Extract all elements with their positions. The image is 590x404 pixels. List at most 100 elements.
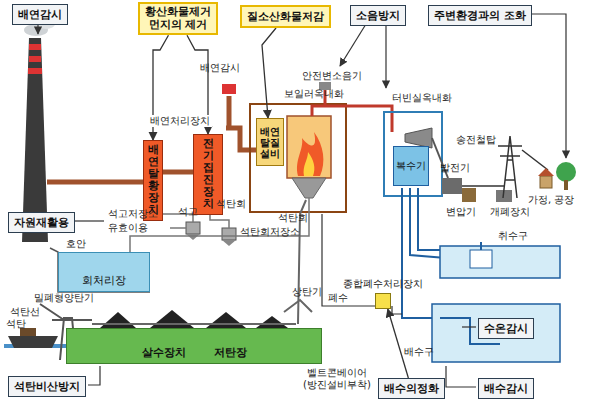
generator-transformer-part: [442, 178, 462, 194]
boiler-building: [250, 104, 346, 212]
condenser-box: 복수기: [393, 146, 429, 186]
smoke-stack-part: [29, 56, 41, 62]
house-and-tree-part: [556, 162, 576, 182]
leader-line: [38, 14, 566, 387]
cooling-water-pipe-part: [402, 188, 432, 318]
equipment-box: 배연탈질설비: [256, 118, 284, 166]
flue-gas-duct-part: [47, 180, 143, 185]
ash-pond: 회처리장: [58, 252, 150, 292]
boiler-building-part: [250, 104, 346, 212]
part-label: 송전철탑: [456, 134, 496, 146]
leader-line-part: [88, 366, 100, 385]
coal-ship-and-unloader-part: [20, 328, 36, 336]
wastewater-pipe-part: [392, 306, 402, 314]
part-label: 배연처리장치: [148, 115, 212, 127]
node-text: 소음방지: [356, 8, 400, 23]
gypsum-and-ash-silo: [153, 206, 236, 246]
node-text: 살수장치: [142, 345, 186, 360]
part-label: 변압기: [446, 206, 476, 218]
part-label: 취수구: [498, 230, 528, 242]
generator-transformer: [442, 178, 512, 202]
treatment-box: [375, 293, 391, 309]
node-text: 배연감시: [18, 7, 62, 22]
part-label: 호안: [66, 238, 86, 250]
turbine-part: [405, 128, 432, 148]
part-label: 석탄선: [10, 306, 40, 318]
smoke-stack: [22, 19, 55, 242]
coal-pile-part: [100, 312, 136, 328]
stack-monitor-part: [222, 84, 236, 94]
gypsum-and-ash-silo-part: [222, 240, 236, 246]
water-outlet-part: [432, 304, 560, 362]
node-text: 전기집진장치: [203, 138, 214, 211]
part-label: 배수구: [404, 346, 434, 358]
callout-box: 배수감시: [478, 378, 534, 399]
part-label: 밀폐형양탄기: [34, 292, 94, 304]
part-label: 가정, 공장: [528, 194, 574, 206]
node-text: 회처리장: [82, 273, 126, 288]
cooling-water-pipe-part: [418, 188, 446, 250]
part-label: 개폐장치: [490, 206, 530, 218]
house-and-tree-part: [540, 176, 552, 188]
callout-box: 자원재활용: [8, 212, 75, 233]
node-text: 배수감시: [484, 381, 528, 396]
gypsum-and-ash-silo-part: [222, 228, 236, 240]
leader-line-part: [446, 366, 476, 387]
stacker-and-conveyor-part: [92, 323, 296, 325]
coal-ship-and-unloader-part: [8, 336, 58, 348]
node-text: 석탄비산방지: [14, 379, 80, 394]
water-intake-part: [480, 242, 482, 250]
node-text: 복수기: [396, 159, 426, 173]
callout-box: 석탄비산방지: [8, 376, 86, 397]
coal-yard-band: 살수장치 저탄장: [66, 328, 322, 364]
part-label: 석탄: [6, 318, 26, 330]
part-label: 석고저장소: [108, 208, 158, 220]
coal-pile-part: [150, 310, 194, 328]
smoke-stack-part: [29, 44, 41, 50]
smoke-stack-part: [28, 68, 42, 74]
generator-transformer-part: [462, 188, 476, 202]
node-text: 질소산화물저감: [247, 9, 324, 24]
leader-line-part: [72, 220, 104, 221]
part-label: 석탄회저장소: [240, 226, 300, 238]
gypsum-and-ash-silo-part: [170, 227, 186, 229]
coal-pile-part: [256, 316, 288, 328]
coal-pile: [100, 310, 288, 328]
steam-pipe-part: [312, 106, 392, 132]
part-label: 석탄회: [278, 212, 308, 224]
part-label: 폐수: [328, 292, 348, 304]
boiler-part: [292, 178, 326, 198]
house-and-tree: [538, 162, 576, 190]
generator-transformer-part: [462, 185, 505, 187]
leader-line-part: [462, 326, 476, 327]
boiler-part: [304, 152, 315, 176]
connector-arrow: [262, 28, 276, 118]
part-label: 보일러옥내화: [284, 88, 344, 100]
coal-pile-part: [206, 312, 246, 328]
node-text: 저탄장: [214, 345, 247, 360]
part-label: 배연감시: [200, 62, 240, 74]
part-label: 발전기: [440, 162, 470, 174]
part-label: 벨트콘베이어 (방진설비부착): [300, 367, 374, 390]
transmission-tower: [498, 136, 548, 198]
house-and-tree-part: [538, 168, 554, 176]
callout-box: 배수의정화: [378, 378, 445, 399]
transmission-tower-part: [498, 136, 522, 198]
wastewater-pipe: [322, 214, 402, 314]
gypsum-and-ash-silo-part: [186, 222, 200, 234]
boiler: [287, 116, 331, 198]
callout-box: 소음방지: [350, 5, 406, 26]
node-text: 배연탈황장치: [148, 144, 159, 217]
water-intake-part: [470, 250, 492, 268]
water-intake-part: [440, 246, 560, 278]
boiler-part: [287, 116, 331, 178]
turbine-building-part: [384, 112, 442, 196]
node-text: 자원재활용: [14, 215, 69, 230]
water-intake: [440, 242, 560, 278]
flue-gas-duct-part: [227, 96, 232, 128]
shoreline: [50, 248, 150, 292]
callout-box: 황산화물제거 먼지의 제거: [138, 2, 218, 35]
